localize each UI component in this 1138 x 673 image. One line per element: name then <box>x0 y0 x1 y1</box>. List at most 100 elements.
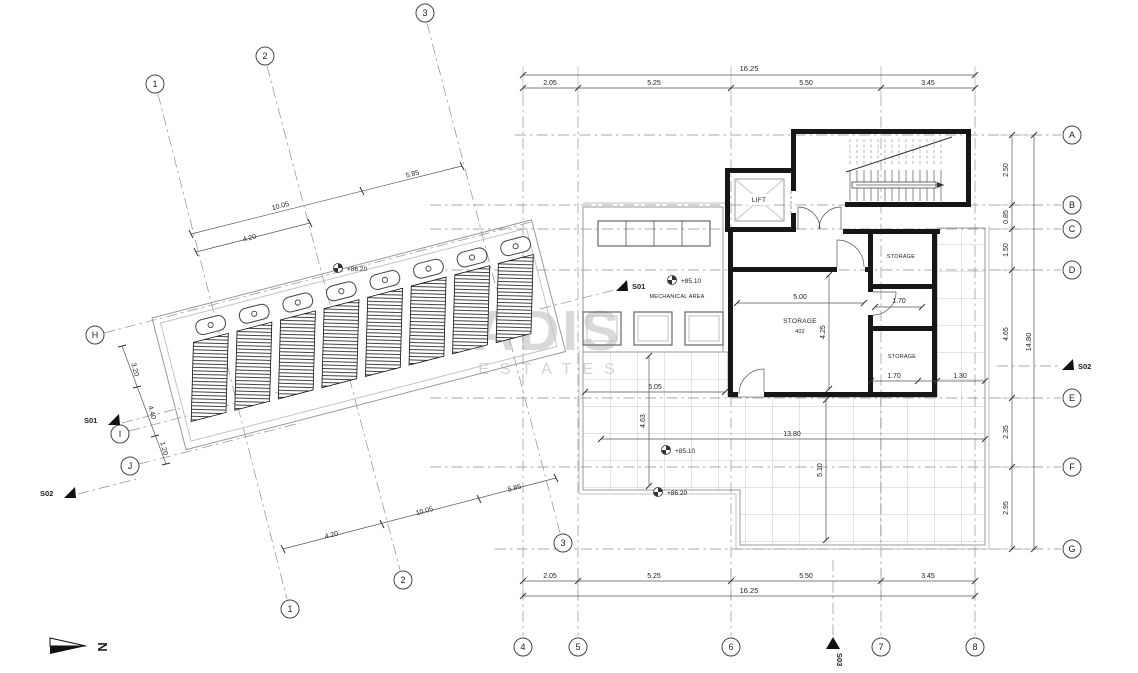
north-arrow-icon <box>49 637 87 647</box>
room-label-storage-402: STORAGE <box>783 318 817 325</box>
level-label: +86.20 <box>667 490 687 497</box>
dim-total-label: 16.25 <box>740 586 759 595</box>
grid-label: 3 <box>560 538 565 548</box>
section-label: S01 <box>632 282 645 291</box>
dim-label: 5.05 <box>648 384 662 391</box>
door-swing <box>738 368 765 395</box>
dim-label: 4.20 <box>242 233 257 243</box>
level-label: +86.20 <box>347 266 367 273</box>
grid-bubble-2-bottom: 2 <box>393 570 413 590</box>
grid-label: B <box>1069 200 1075 210</box>
grid-label: H <box>92 330 99 340</box>
dim-label: 0.85 <box>1003 210 1010 224</box>
dim-chain-wing-bottom: 4.20 10.05 5.85 <box>280 473 559 554</box>
terrace-tiled-area <box>583 228 985 545</box>
grid-label: 3 <box>422 8 427 18</box>
grid-label: 1 <box>152 79 157 89</box>
dim-label: 1.20 <box>158 441 168 456</box>
grid-bubble-A: A <box>1062 125 1082 145</box>
door-swing <box>797 206 821 230</box>
dim-label: 5.85 <box>405 169 420 179</box>
section-arrow-icon <box>1062 359 1074 370</box>
dim-label: 1.70 <box>892 298 906 305</box>
interior-dimensions: 5.00 4.25 1.70 1.70 1.30 <box>733 271 989 393</box>
staircase <box>845 136 953 201</box>
dim-label: 1.50 <box>1003 243 1010 257</box>
grid-bubble-4: 4 <box>513 637 533 657</box>
section-marker-s03-bottom: S03 <box>826 637 844 666</box>
grid-bubble-7: 7 <box>871 637 891 657</box>
wing-parapet-inner <box>159 227 558 442</box>
level-symbol-icon <box>653 487 663 497</box>
dim-label: 1.30 <box>953 373 967 380</box>
grid-label: F <box>1069 462 1075 472</box>
dim-label: 4.65 <box>1003 327 1010 341</box>
grid-bubble-B: B <box>1062 195 1082 215</box>
section-label: S02 <box>1078 362 1091 371</box>
lift-label-bg <box>745 194 774 205</box>
dim-label: 4.25 <box>820 325 827 339</box>
room-label-mechanical: MECHANICAL AREA <box>649 294 704 300</box>
lift-room: LIFT <box>734 178 792 222</box>
dim-label: 5.10 <box>817 463 824 477</box>
north-arrow-icon <box>50 646 86 654</box>
equipment-unit <box>684 311 724 346</box>
grid-bubble-1-top: 1 <box>145 74 165 94</box>
level-symbol-icon <box>667 275 677 285</box>
dim-label: 5.50 <box>799 573 813 580</box>
dim-label: 2.35 <box>1003 425 1010 439</box>
grid-bubble-H: H <box>85 325 105 345</box>
room-label-lift: LIFT <box>752 197 767 204</box>
grid-label: I <box>119 429 122 439</box>
section-marker-s02-left: S02 <box>40 478 137 498</box>
dim-label: 4.20 <box>324 530 339 540</box>
section-label: S01 <box>84 416 97 425</box>
grid-label: C <box>1069 224 1076 234</box>
grid-bubbles: 1 2 3 1 2 3 4 5 6 7 8 A B C D E F G H I … <box>85 3 1082 657</box>
watermark-line2: ESTATES <box>478 361 626 378</box>
grid-bubble-5: 5 <box>568 637 588 657</box>
dim-label: 3.20 <box>129 362 139 377</box>
dim-label: 5.25 <box>647 80 661 87</box>
dim-chain-wing-top: 4.20 10.05 5.85 <box>188 161 465 257</box>
grid-bubble-1-bottom: 1 <box>280 599 300 619</box>
dim-label: 5.25 <box>647 573 661 580</box>
grid-bubble-I: I <box>110 424 130 444</box>
grid-bubble-3-top: 3 <box>415 3 435 23</box>
building-walls <box>725 129 971 397</box>
room-label-storage-lower: STORAGE <box>888 354 916 360</box>
section-arrow-icon <box>108 414 120 425</box>
door-swing <box>836 239 865 268</box>
dim-label: 3.45 <box>921 80 935 87</box>
dim-chain-bottom: 2.05 5.25 5.50 3.45 16.25 <box>519 568 979 600</box>
equipment-unit <box>582 311 622 346</box>
grid-bubble-6: 6 <box>721 637 741 657</box>
equipment-unit <box>633 311 673 346</box>
level-label: +85.10 <box>681 278 701 285</box>
level-marker-wing: +86.20 <box>333 263 367 273</box>
grid-label: 2 <box>262 51 267 61</box>
dim-total-label: 16.25 <box>740 64 759 73</box>
dim-label: 4.63 <box>640 414 647 428</box>
grid-label: 2 <box>400 575 405 585</box>
grid-label: 8 <box>972 642 977 652</box>
dim-label: 5.50 <box>799 80 813 87</box>
dim-label: 2.95 <box>1003 501 1010 515</box>
dim-label: 5.00 <box>793 294 807 301</box>
section-arrow-icon <box>826 637 840 649</box>
room-label-storage-upper: STORAGE <box>887 254 915 260</box>
dim-label: 2.50 <box>1003 163 1010 177</box>
section-marker-s01: S01 <box>539 280 645 310</box>
grid-bubble-2-top: 2 <box>255 46 275 66</box>
room-number-storage-402: 402 <box>795 329 805 335</box>
grid-label: 7 <box>878 642 883 652</box>
grid-label: G <box>1068 544 1075 554</box>
grid-bubble-8: 8 <box>965 637 985 657</box>
door-swing <box>872 291 897 316</box>
level-marker-terrace-b: +86.20 <box>653 487 687 497</box>
section-marker-s01-left: S01 <box>84 407 181 425</box>
level-label: +85.10 <box>675 448 695 455</box>
grid-label: 4 <box>520 642 525 652</box>
